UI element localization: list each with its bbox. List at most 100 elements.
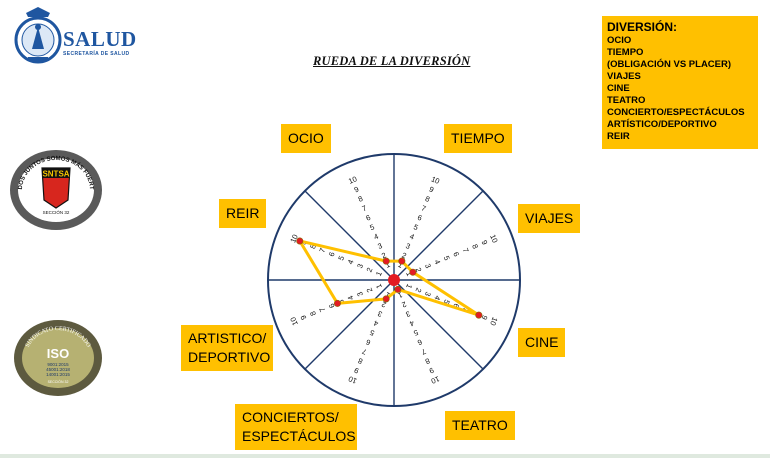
scale-tick-label: 10 (347, 374, 358, 386)
sntsa-seal-section: SECCIÓN 32 (43, 209, 70, 215)
scale-tick-label: 3 (355, 290, 365, 297)
legend-item: ARTÍSTICO/DEPORTIVO (607, 119, 717, 130)
scale-tick-label: 4 (432, 258, 442, 265)
scale-tick-label: 3 (423, 262, 433, 269)
scale-tick-label: 7 (420, 347, 427, 357)
scale-tick-label: 9 (299, 314, 309, 321)
scale-tick-label: 10 (288, 316, 300, 327)
scale-tick-label: 4 (346, 258, 356, 265)
scale-tick-label: 2 (365, 286, 375, 293)
scale-tick-label: 5 (412, 328, 419, 338)
value-point-artistico (333, 299, 341, 307)
scale-tick-label: 8 (308, 310, 318, 317)
scale-tick-label: 1 (404, 270, 414, 277)
scale-tick-label: 7 (420, 203, 427, 213)
legend-box: DIVERSIÓN: OCIO TIEMPO (OBLIGACIÓN VS PL… (602, 16, 758, 149)
value-point-cine (475, 311, 483, 319)
scale-tick-label: 1 (374, 270, 384, 277)
scale-tick-label: 7 (361, 347, 368, 357)
iso-seal-line-1: 9001:2015 (47, 362, 69, 367)
scale-tick-label: 9 (428, 185, 435, 195)
scale-tick-label: 10 (288, 233, 300, 244)
scale-tick-label: 2 (380, 251, 387, 261)
scale-tick-label: 1 (384, 290, 391, 300)
legend-item: VIAJES (607, 71, 641, 82)
category-label-viajes: VIAJES (518, 204, 581, 233)
value-point-conciertos (382, 295, 390, 303)
value-point-ocio (382, 257, 390, 265)
scale-tick-label: 9 (428, 366, 435, 376)
scale-tick-label: 10 (430, 374, 441, 386)
legend-item: TIEMPO (607, 47, 644, 58)
scale-tick-label: 2 (400, 300, 407, 310)
iso-seal-section: SECCIÓN 32 (48, 379, 69, 384)
scale-tick-label: 10 (347, 174, 358, 186)
scale-tick-label: 2 (414, 286, 424, 293)
scale-tick-label: 10 (430, 174, 441, 186)
legend-title: DIVERSIÓN: (607, 20, 678, 34)
scale-tick-label: 1 (397, 290, 404, 300)
shield-emblem-icon (14, 7, 62, 64)
scale-tick-label: 3 (355, 262, 365, 269)
scale-tick-label: 6 (451, 302, 461, 309)
category-label-cine: CINE (518, 328, 566, 357)
scale-tick-label: 9 (480, 314, 490, 321)
scale-tick-label: 7 (317, 306, 327, 313)
scale-tick-label: 6 (416, 337, 423, 347)
iso-seal-line-2: 45001:2018 (46, 367, 70, 372)
scale-tick-label: 5 (412, 222, 419, 232)
scale-tick-label: 4 (432, 294, 442, 301)
scale-tick-label: 10 (488, 316, 500, 327)
scale-tick-label: 8 (424, 194, 431, 204)
scale-tick-label: 6 (365, 213, 372, 223)
scale-tick-label: 8 (357, 194, 364, 204)
scale-tick-label: 7 (317, 247, 327, 254)
scale-tick-label: 1 (404, 283, 414, 290)
category-label-reir: REIR (219, 199, 267, 228)
scale-tick-label: 5 (368, 222, 375, 232)
scale-tick-label: 6 (327, 302, 337, 309)
scale-tick-label: 9 (353, 185, 360, 195)
scale-tick-label: 8 (308, 243, 318, 250)
scale-tick-label: 3 (423, 290, 433, 297)
scale-tick-label: 9 (353, 366, 360, 376)
scale-tick-label: 4 (372, 232, 379, 242)
scale-tick-label: 5 (442, 254, 452, 261)
legend-item: OCIO (607, 35, 632, 46)
salud-logo-subtext: SECRETARÍA DE SALUD (63, 51, 130, 57)
legend-item: CONCIERTO/ESPECTÁCULOS (607, 107, 745, 118)
iso-seal-center: ISO (47, 346, 69, 361)
iso-seal: SINDICATO CERTIFICADO ISO 9001:2015 4500… (10, 318, 106, 398)
scale-tick-label: 2 (380, 300, 387, 310)
legend-item: TEATRO (607, 95, 646, 106)
legend-item: CINE (607, 83, 630, 94)
scale-tick-label: 3 (376, 309, 383, 319)
scale-tick-label: 9 (480, 239, 490, 246)
scale-tick-label: 1 (384, 260, 391, 270)
scale-tick-label: 10 (488, 233, 500, 244)
value-point-reir (296, 237, 304, 245)
scale-tick-label: 6 (365, 337, 372, 347)
scale-tick-label: 1 (397, 260, 404, 270)
sntsa-seal: SNTSA SECCIÓN 32 TODOS JUNTOS SOMOS MÁS … (6, 144, 104, 232)
scale-tick-label: 4 (346, 294, 356, 301)
scale-tick-label: 3 (376, 241, 383, 251)
scale-tick-label: 3 (404, 241, 411, 251)
scale-tick-label: 5 (442, 298, 452, 305)
scale-tick-label: 4 (372, 318, 379, 328)
scale-tick-label: 4 (408, 318, 415, 328)
legend-item: (OBLIGACIÓN VS PLACER) (607, 59, 732, 70)
scale-tick-label: 3 (404, 309, 411, 319)
value-point-tiempo (398, 257, 406, 265)
sntsa-seal-center: SNTSA (42, 170, 69, 179)
scale-tick-label: 4 (408, 232, 415, 242)
scale-tick-label: 2 (365, 266, 375, 273)
scale-tick-label: 6 (327, 251, 337, 258)
scale-tick-label: 2 (400, 251, 407, 261)
category-label-ocio: OCIO (281, 124, 331, 153)
bottom-strip (0, 454, 770, 458)
category-label-teatro: TEATRO (445, 411, 515, 440)
scale-tick-label: 6 (416, 213, 423, 223)
scale-tick-label: 5 (368, 328, 375, 338)
